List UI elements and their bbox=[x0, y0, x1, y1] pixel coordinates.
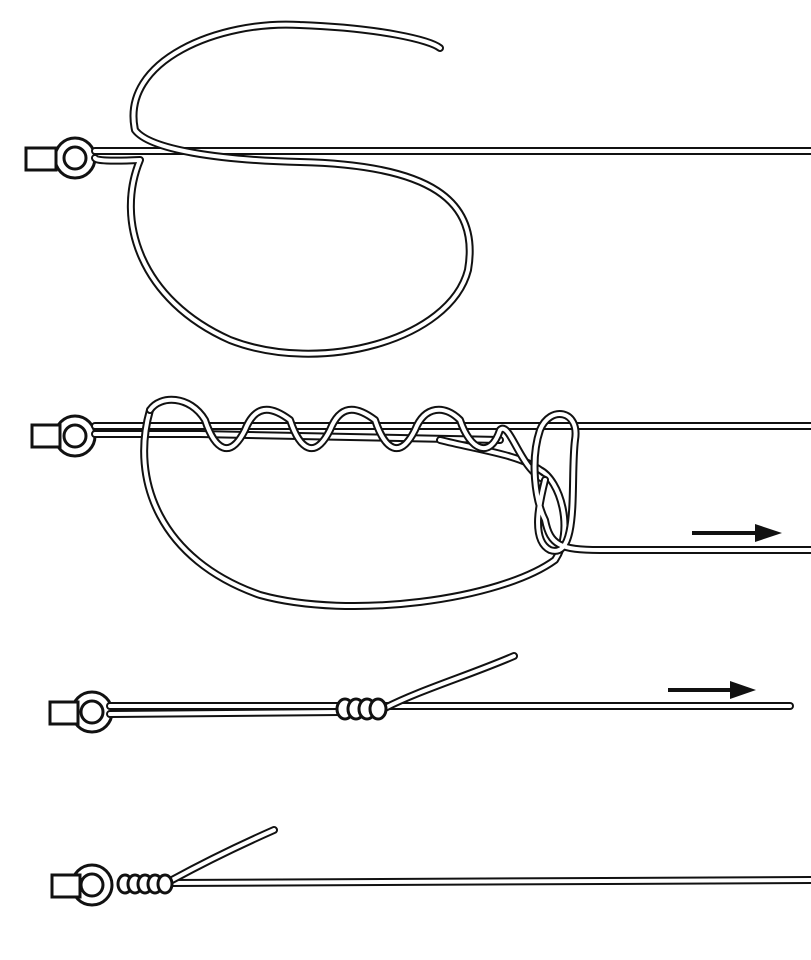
tag-end bbox=[168, 826, 278, 884]
hook-eye-icon bbox=[50, 863, 114, 907]
tag-end-loop bbox=[91, 20, 474, 358]
main-line bbox=[106, 702, 794, 718]
tag-end bbox=[381, 652, 518, 712]
knot bbox=[335, 697, 388, 721]
pull-right-arrow-icon bbox=[692, 524, 782, 542]
step-4 bbox=[50, 826, 811, 907]
knot bbox=[116, 873, 174, 895]
step-1 bbox=[24, 20, 811, 358]
hook-eye-icon bbox=[24, 136, 97, 180]
wrapping-loop bbox=[140, 395, 811, 610]
main-line bbox=[91, 422, 811, 444]
pull-right-arrow-icon bbox=[668, 681, 756, 699]
hook-eye-icon bbox=[30, 414, 97, 458]
main-line bbox=[166, 876, 811, 887]
step-3 bbox=[48, 652, 794, 734]
hook-eye-icon bbox=[48, 690, 114, 734]
step-2 bbox=[30, 395, 811, 610]
